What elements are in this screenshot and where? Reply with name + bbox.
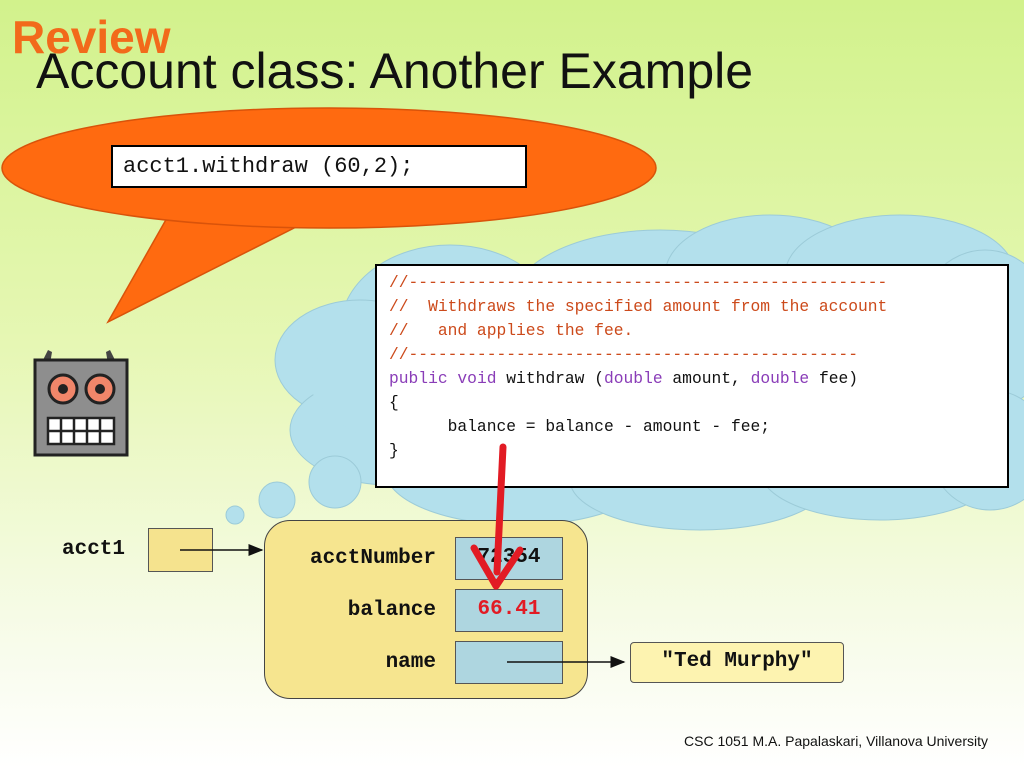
code-token: ) [848,369,859,388]
code-keyword: double [750,369,810,388]
field-label-name: name [385,651,436,674]
review-tag: Review [12,11,171,63]
code-line: } [389,441,399,460]
field-value-acctnumber: 72354 [455,537,563,580]
code-line: balance = balance - amount - fee; [389,417,771,436]
code-keyword: public [389,369,448,388]
variable-label: acct1 [62,538,126,561]
code-box: //--------------------------------------… [375,264,1009,488]
field-label-balance: balance [347,599,436,622]
code-token: withdraw [506,369,585,388]
code-token [663,369,673,388]
field-label-acctnumber: acctNumber [309,547,436,570]
code-token [497,369,507,388]
code-keyword: void [457,369,497,388]
code-token [448,369,458,388]
code-token: amount [672,369,732,388]
robot-icon [33,350,129,457]
slide-title: Account class: Another Example [36,43,754,99]
code-token: , [731,369,751,388]
code-comment-line: //--------------------------------------… [389,273,888,292]
field-value-name [455,641,563,684]
footer-credit: CSC 1051 M.A. Papalaskari, Villanova Uni… [684,733,988,749]
code-token: fee [818,369,849,388]
code-keyword: double [604,369,663,388]
reference-box [148,528,213,572]
code-comment-line: //--------------------------------------… [389,345,858,364]
name-string-object: "Ted Murphy" [630,642,844,683]
code-token: ( [584,369,604,388]
code-signature-line: public void withdraw (double amount, dou… [389,367,1007,391]
code-token [809,369,819,388]
field-value-balance: 66.41 [455,589,563,632]
method-call-box: acct1.withdraw (60,2); [111,145,527,188]
code-comment-line: // and applies the fee. [389,321,634,340]
code-comment-line: // Withdraws the specified amount from t… [389,297,888,316]
code-line: { [389,393,399,412]
